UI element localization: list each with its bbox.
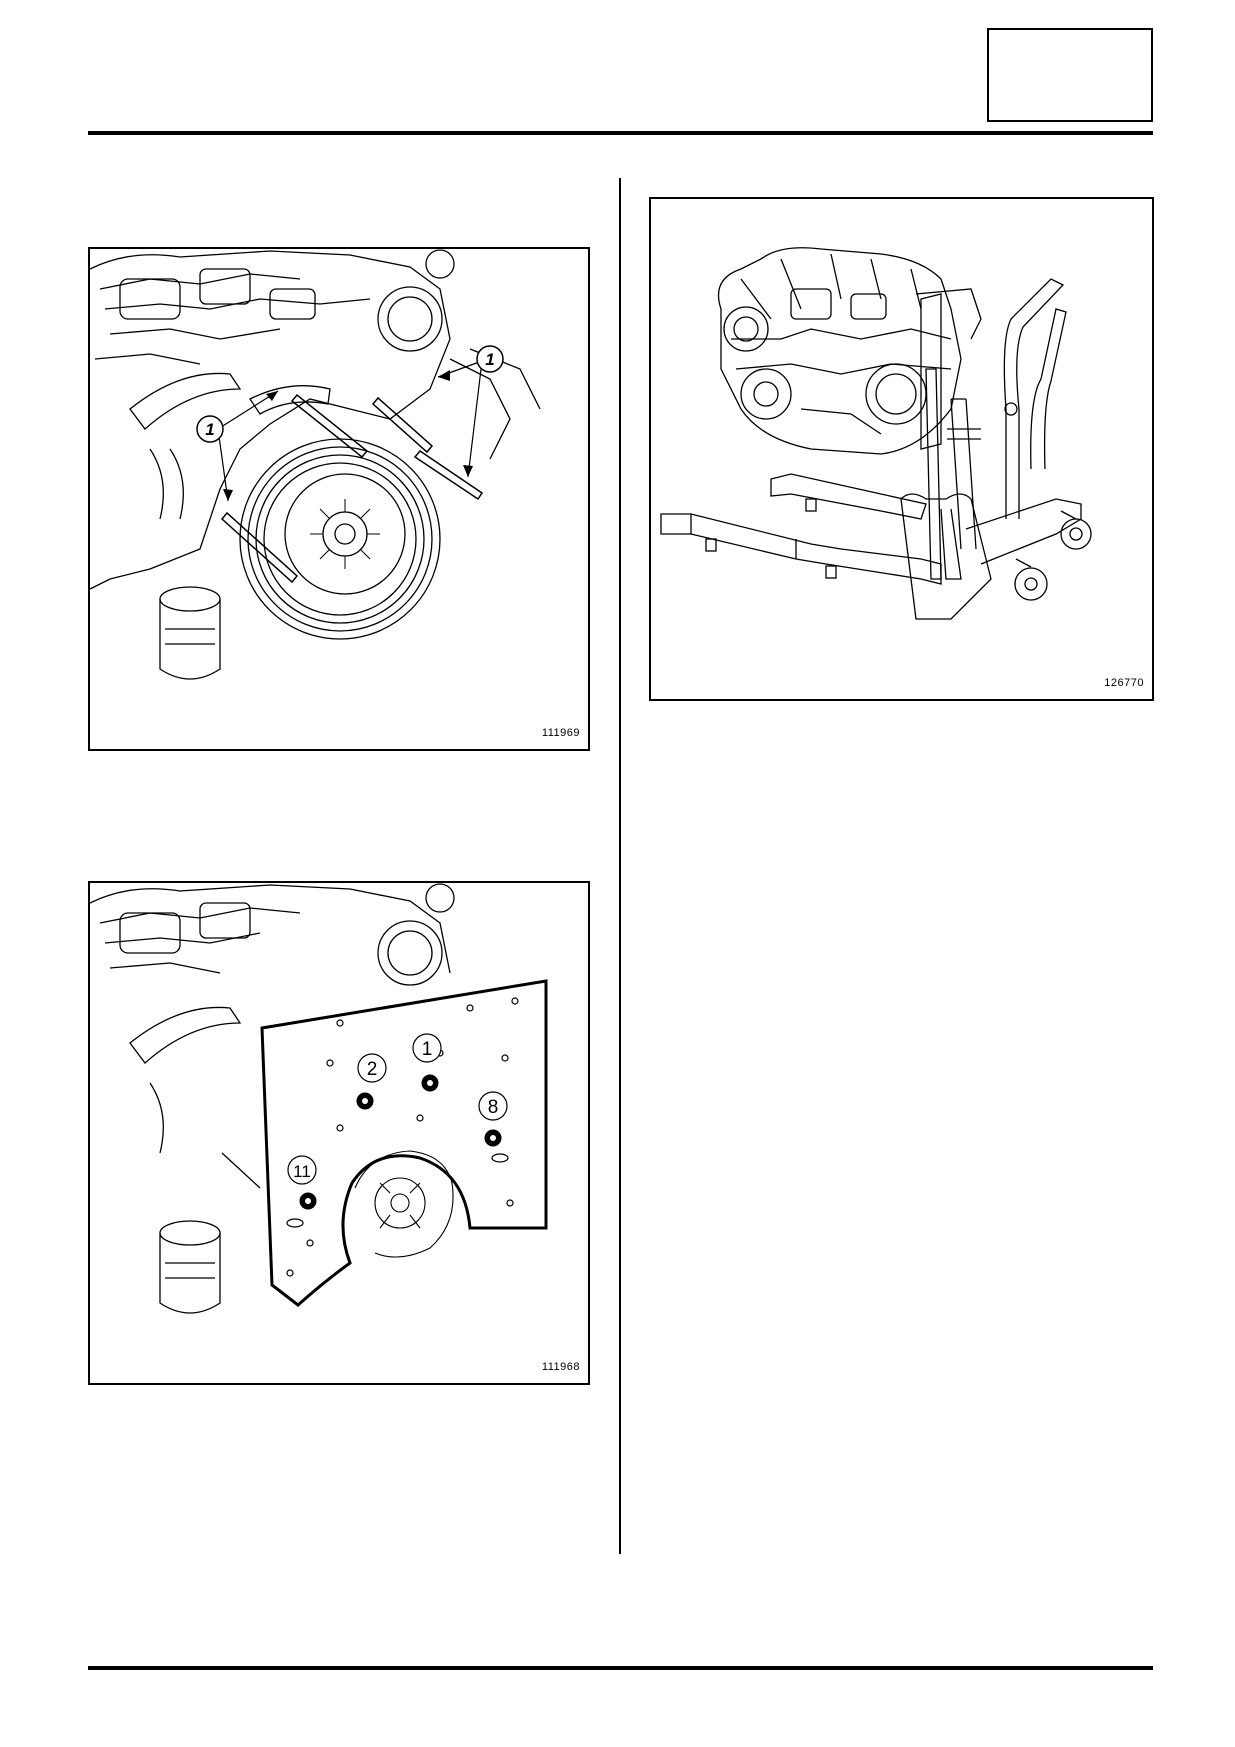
engine-studs-illustration: 1 1: [90, 249, 541, 680]
callout-bolt-11: 11: [293, 1162, 311, 1181]
page-number-box: [987, 28, 1153, 122]
figure-engine-support-plate: 2 1 8 11 111968: [88, 881, 590, 1385]
figure-reference-number: 111969: [541, 727, 580, 739]
engine-stand-illustration: [660, 247, 1092, 620]
header-rule: [88, 131, 1153, 135]
figure-reference-number: 126770: [1104, 677, 1144, 689]
figure-reference-number: 111968: [541, 1361, 580, 1373]
callout-1a: 1: [205, 420, 214, 439]
callout-bolt-2: 2: [367, 1059, 378, 1080]
figure-engine-on-stand: 126770: [649, 197, 1154, 701]
footer-rule: [88, 1666, 1153, 1670]
column-divider: [619, 178, 621, 1554]
callout-bolt-8: 8: [488, 1097, 499, 1118]
support-plate-illustration: 2 1 8 11: [90, 883, 548, 1314]
figure-engine-guide-studs: 1 1 111969: [88, 247, 590, 751]
callout-bolt-1: 1: [422, 1039, 433, 1060]
callout-1b: 1: [485, 350, 494, 369]
